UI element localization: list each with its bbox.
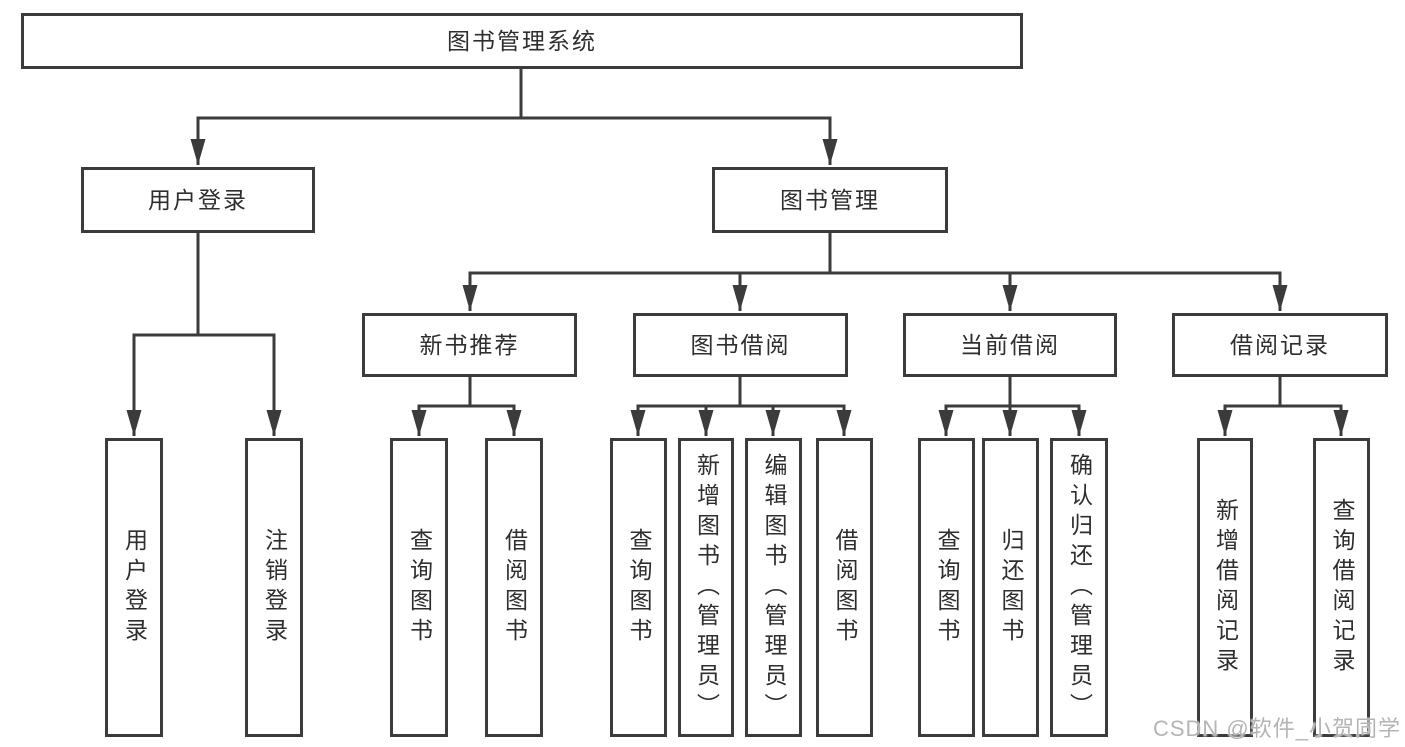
leaf-edit-book-admin-label: 编辑图书（管理员） <box>761 452 787 723</box>
connector-root-to-branches <box>190 68 838 165</box>
leaf-add-borrow-record-label: 新增借阅记录 <box>1212 497 1239 678</box>
leaf-confirm-return-admin: 确认归还（管理员） <box>1050 438 1108 737</box>
leaf-query-books-current: 查询图书 <box>918 438 975 737</box>
node-book-borrowing-label: 图书借阅 <box>690 331 791 358</box>
leaf-user-login-label: 用户登录 <box>121 527 148 648</box>
leaf-edit-book-admin: 编辑图书（管理员） <box>745 438 802 737</box>
node-book-borrowing: 图书借阅 <box>633 313 848 377</box>
leaf-return-book: 归还图书 <box>982 438 1039 737</box>
leaf-query-borrow-record: 查询借阅记录 <box>1313 438 1370 737</box>
leaf-borrow-books-label: 借阅图书 <box>832 527 858 648</box>
leaf-query-books-rec: 查询图书 <box>390 438 448 737</box>
leaf-borrow-books: 借阅图书 <box>816 438 873 737</box>
leaf-confirm-return-admin-label: 确认归还（管理员） <box>1066 452 1093 723</box>
leaf-query-borrow-record-label: 查询借阅记录 <box>1329 497 1355 678</box>
node-user-login-branch: 用户登录 <box>81 167 315 233</box>
node-root-library-system: 图书管理系统 <box>21 13 1023 69</box>
leaf-borrow-books-rec: 借阅图书 <box>485 438 543 737</box>
leaf-query-books-rec-label: 查询图书 <box>406 527 433 648</box>
leaf-add-borrow-record: 新增借阅记录 <box>1197 438 1253 737</box>
leaf-borrow-books-rec-label: 借阅图书 <box>501 527 528 648</box>
leaf-add-book-admin-label: 新增图书（管理员） <box>693 452 720 723</box>
connector-user-login-to-leaves <box>126 233 282 436</box>
node-root-label: 图书管理系统 <box>447 27 597 54</box>
connector-book-mgmt-to-sections <box>462 233 1288 311</box>
leaf-user-login: 用户登录 <box>105 438 163 737</box>
leaf-logout: 注销登录 <box>245 438 303 737</box>
node-borrow-records-label: 借阅记录 <box>1230 331 1330 358</box>
connector-new-book-rec-to-leaves <box>411 377 522 436</box>
node-book-mgmt-branch-label: 图书管理 <box>780 186 880 213</box>
node-current-borrowing-label: 当前借阅 <box>960 331 1060 358</box>
leaf-logout-label: 注销登录 <box>261 527 288 648</box>
leaf-return-book-label: 归还图书 <box>998 527 1024 648</box>
leaf-add-book-admin: 新增图书（管理员） <box>678 438 734 737</box>
leaf-query-books-current-label: 查询图书 <box>934 527 960 648</box>
node-borrow-records: 借阅记录 <box>1172 313 1388 377</box>
node-new-book-rec-label: 新书推荐 <box>419 331 520 358</box>
connector-book-borrowing-to-leaves <box>630 377 852 436</box>
leaf-query-books-borrow-label: 查询图书 <box>626 527 652 648</box>
node-user-login-branch-label: 用户登录 <box>148 186 248 213</box>
node-new-book-rec: 新书推荐 <box>362 313 577 377</box>
node-current-borrowing: 当前借阅 <box>903 313 1117 377</box>
node-book-mgmt-branch: 图书管理 <box>712 167 948 233</box>
csdn-watermark: CSDN @软件_小贺同学 <box>1152 716 1401 741</box>
leaf-query-books-borrow: 查询图书 <box>610 438 667 737</box>
connector-current-borrowing-to-leaves <box>938 377 1087 436</box>
connector-borrow-records-to-leaves <box>1217 377 1349 436</box>
